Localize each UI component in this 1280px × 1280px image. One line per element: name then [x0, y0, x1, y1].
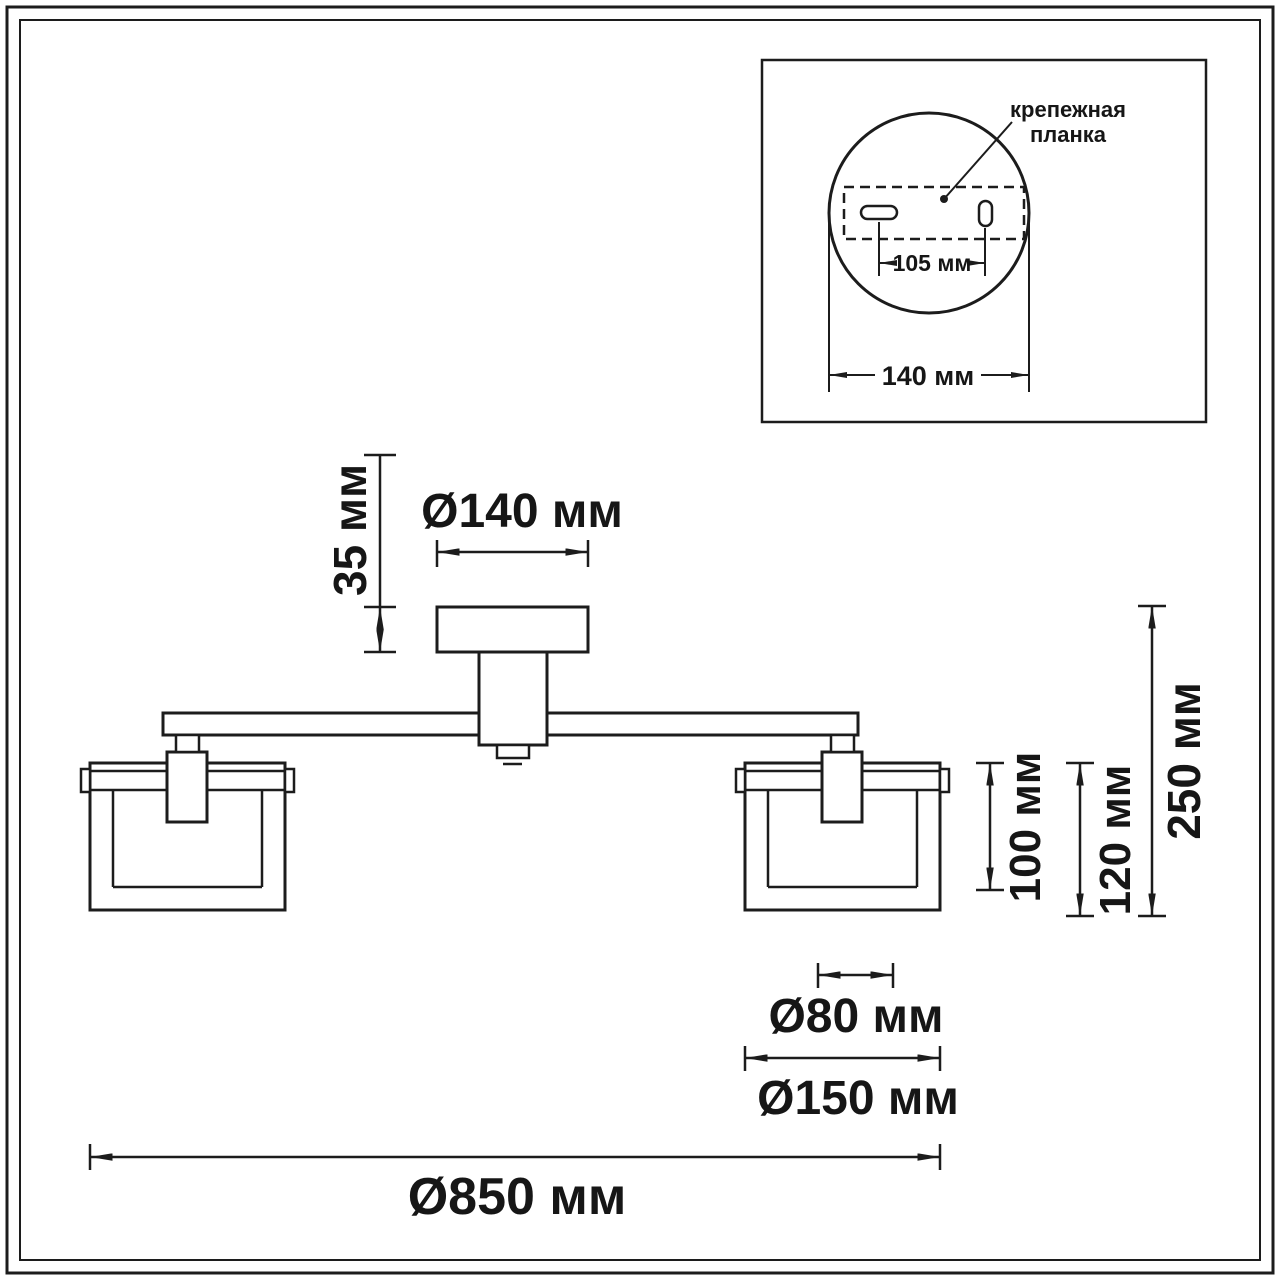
left-bar-connector — [174, 733, 201, 754]
dim-shade-diameter: Ø150 мм — [743, 1046, 959, 1125]
frame-inner-border — [19, 19, 1261, 1261]
left-rim-tab-right — [283, 767, 296, 794]
mounting-slot-horizontal — [859, 204, 899, 221]
left-lamp — [79, 733, 296, 912]
inset-dim-105-label: 105 мм — [893, 250, 972, 276]
right-rim-tab-right — [938, 767, 951, 794]
dim-80-label: Ø80 мм — [768, 990, 943, 1043]
inset-dim-plate-width: 140 мм — [828, 215, 1030, 392]
dim-250-label: 250 мм — [1158, 682, 1210, 840]
inset-dim-140-label: 140 мм — [882, 361, 975, 391]
dim-shade-inner-height: 100 мм — [976, 752, 1050, 903]
left-socket-holder — [165, 750, 209, 824]
right-lamp — [734, 733, 951, 912]
dim-140-label: Ø140 мм — [421, 485, 623, 538]
center-stem — [477, 650, 549, 747]
canopy-base-circle — [827, 111, 1031, 315]
dim-canopy-diameter: Ø140 мм — [421, 485, 623, 567]
dim-35-label: 35 мм — [324, 464, 376, 596]
inset-box — [760, 58, 1208, 424]
mount-plate-label-line2: планка — [1030, 122, 1107, 147]
dim-shade-height: 120 мм — [1066, 761, 1140, 918]
mount-plate-leader-dot — [940, 195, 948, 203]
center-stem-cap — [495, 743, 531, 760]
dim-fixture-height: 250 мм — [1138, 604, 1210, 918]
right-socket-holder — [820, 750, 864, 824]
fixture-drawing — [79, 605, 951, 912]
dim-100-label: 100 мм — [1001, 752, 1050, 903]
dim-shade-top-diameter: Ø80 мм — [768, 963, 944, 1043]
mount-plate-leader-line — [943, 121, 1013, 200]
dim-850-label: Ø850 мм — [408, 1168, 627, 1226]
mounting-slot-vertical — [977, 199, 994, 228]
inset-dim-hole-spacing: 105 мм — [878, 222, 986, 276]
label-mask — [875, 356, 981, 390]
ceiling-canopy — [435, 605, 590, 654]
left-rim-tab-left — [79, 767, 92, 794]
dim-120-label: 120 мм — [1091, 765, 1140, 916]
dim-canopy-height: 35 мм — [324, 453, 396, 654]
page-frame — [5, 5, 1275, 1275]
mounting-plate-dashed-outline — [842, 185, 1026, 241]
dim-fixture-width: Ø850 мм — [88, 1144, 942, 1226]
mounting-plate-inset: крепежная планка 105 мм 140 мм — [760, 58, 1208, 424]
dim-150-label: Ø150 мм — [757, 1072, 959, 1125]
mount-plate-label-line1: крепежная — [1010, 97, 1126, 122]
frame-outer-border — [5, 5, 1275, 1275]
right-bar-connector — [829, 733, 856, 754]
label-mask — [897, 249, 967, 276]
right-rim-tab-left — [734, 767, 747, 794]
